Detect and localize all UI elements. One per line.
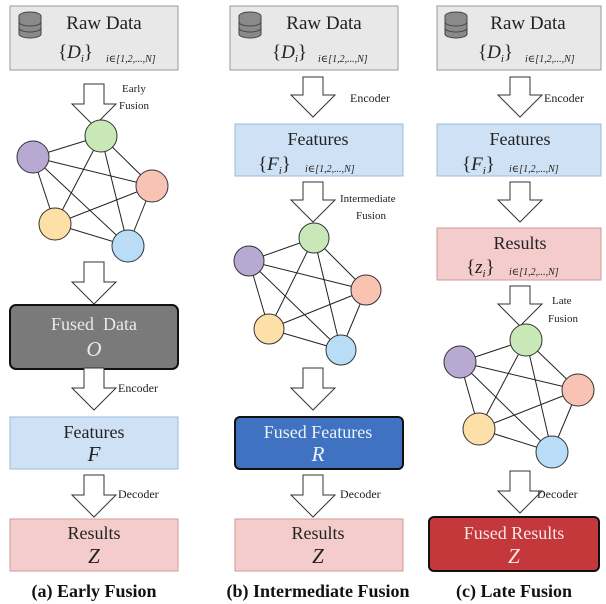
- results-symbol-b: Z: [312, 544, 324, 568]
- results-box-b: [234, 518, 404, 572]
- raw-data-formula: {Di}: [272, 42, 307, 65]
- raw-data-index: i∈[1,2,...,N]: [106, 54, 156, 65]
- caption-a: (a) Early Fusion: [31, 581, 156, 602]
- graph-node: [135, 169, 169, 203]
- graph-node: [350, 274, 382, 306]
- features-index-b: i∈[1,2,...,N]: [305, 164, 355, 175]
- arrow-down-icon: [496, 76, 544, 118]
- graph-node: [38, 207, 72, 241]
- database-icon: [444, 11, 468, 39]
- arrow-down-icon: [289, 367, 337, 411]
- arrow-label-late: Late: [552, 295, 572, 307]
- fusion-graph-b: [233, 222, 382, 366]
- results-symbol-a: Z: [88, 544, 100, 568]
- graph-node: [84, 119, 118, 153]
- results-title-b: Results: [291, 523, 344, 543]
- arrow-label-early: Early: [122, 83, 146, 95]
- arrow-label-encoder: Encoder: [118, 381, 158, 395]
- graph-node: [298, 222, 330, 254]
- features-formula-c: {Fi}: [462, 154, 495, 177]
- fused-features-title: Fused Features: [264, 422, 372, 442]
- raw-data-index: i∈[1,2,...,N]: [318, 54, 368, 65]
- features-formula-b: {Fi}: [258, 154, 291, 177]
- fusion-graph-c: [443, 323, 595, 469]
- database-icon: [18, 11, 42, 39]
- arrow-label-decoder: Decoder: [537, 487, 578, 501]
- arrow-down-icon: [70, 474, 118, 518]
- graph-node: [233, 245, 265, 277]
- features-box-a: [9, 416, 179, 470]
- arrow-down-icon: [70, 83, 118, 127]
- arrow-label-fusion: Fusion: [548, 313, 578, 325]
- graph-node: [561, 373, 595, 407]
- features-box-b: [234, 123, 404, 177]
- arrow-down-icon: [496, 470, 544, 514]
- raw-data-formula: {Di}: [58, 42, 93, 65]
- features-symbol-a: F: [87, 442, 101, 466]
- features-title-a: Features: [64, 422, 125, 442]
- fused-results-box: [428, 516, 600, 572]
- results-partial-index: i∈[1,2,...,N]: [509, 267, 559, 278]
- raw-data-title: Raw Data: [66, 13, 142, 34]
- raw-data-title: Raw Data: [286, 13, 362, 34]
- column-intermediate-fusion: Raw Data {Di} i∈[1,2,...,N] Encoder Feat…: [227, 5, 410, 602]
- fused-features-symbol: R: [311, 442, 325, 466]
- arrow-down-icon: [70, 261, 118, 305]
- graph-node: [462, 412, 496, 446]
- fused-data-title: Fused Data: [51, 314, 137, 334]
- graph-node: [253, 313, 285, 345]
- results-partial-title: Results: [493, 233, 546, 253]
- graph-node: [16, 140, 50, 174]
- features-title-c: Features: [490, 129, 551, 149]
- arrow-label-intermediate: Intermediate: [340, 193, 396, 205]
- caption-b: (b) Intermediate Fusion: [227, 581, 410, 602]
- features-title-b: Features: [288, 129, 349, 149]
- arrow-down-icon: [289, 474, 337, 518]
- column-late-fusion: Raw Data {Di} i∈[1,2,...,N] Encoder Feat…: [428, 5, 602, 602]
- fused-results-title: Fused Results: [464, 523, 565, 543]
- arrow-label-decoder: Decoder: [340, 487, 381, 501]
- arrow-label-encoder: Encoder: [350, 91, 390, 105]
- results-title-a: Results: [67, 523, 120, 543]
- graph-node: [111, 229, 145, 263]
- graph-node: [443, 345, 477, 379]
- raw-data-index: i∈[1,2,...,N]: [525, 54, 575, 65]
- graph-node: [535, 435, 569, 469]
- features-index-c: i∈[1,2,...,N]: [509, 164, 559, 175]
- fused-data-symbol: O: [86, 337, 101, 361]
- arrow-label-fusion: Fusion: [356, 210, 386, 222]
- graph-node: [509, 323, 543, 357]
- arrow-down-icon: [496, 285, 544, 327]
- results-partial-formula: {zi}: [466, 257, 495, 280]
- raw-data-title: Raw Data: [490, 13, 566, 34]
- arrow-label-encoder: Encoder: [544, 91, 584, 105]
- features-box-c: [436, 123, 602, 177]
- graph-node: [325, 334, 357, 366]
- arrow-down-icon: [70, 367, 118, 411]
- results-partial-box: [436, 227, 602, 281]
- database-icon: [238, 11, 262, 39]
- results-box-a: [9, 518, 179, 572]
- caption-c: (c) Late Fusion: [456, 581, 572, 602]
- raw-data-formula: {Di}: [478, 42, 513, 65]
- fused-results-symbol: Z: [508, 544, 520, 568]
- arrow-label-fusion: Fusion: [119, 100, 149, 112]
- arrow-label-decoder: Decoder: [118, 487, 159, 501]
- column-early-fusion: Raw Data {Di} i∈[1,2,...,N] Early Fusion: [9, 5, 179, 602]
- arrow-down-icon: [496, 181, 544, 223]
- arrow-down-icon: [289, 181, 337, 223]
- fused-features-box: [234, 416, 404, 470]
- fusion-graph-a: [16, 119, 169, 263]
- arrow-down-icon: [289, 76, 337, 118]
